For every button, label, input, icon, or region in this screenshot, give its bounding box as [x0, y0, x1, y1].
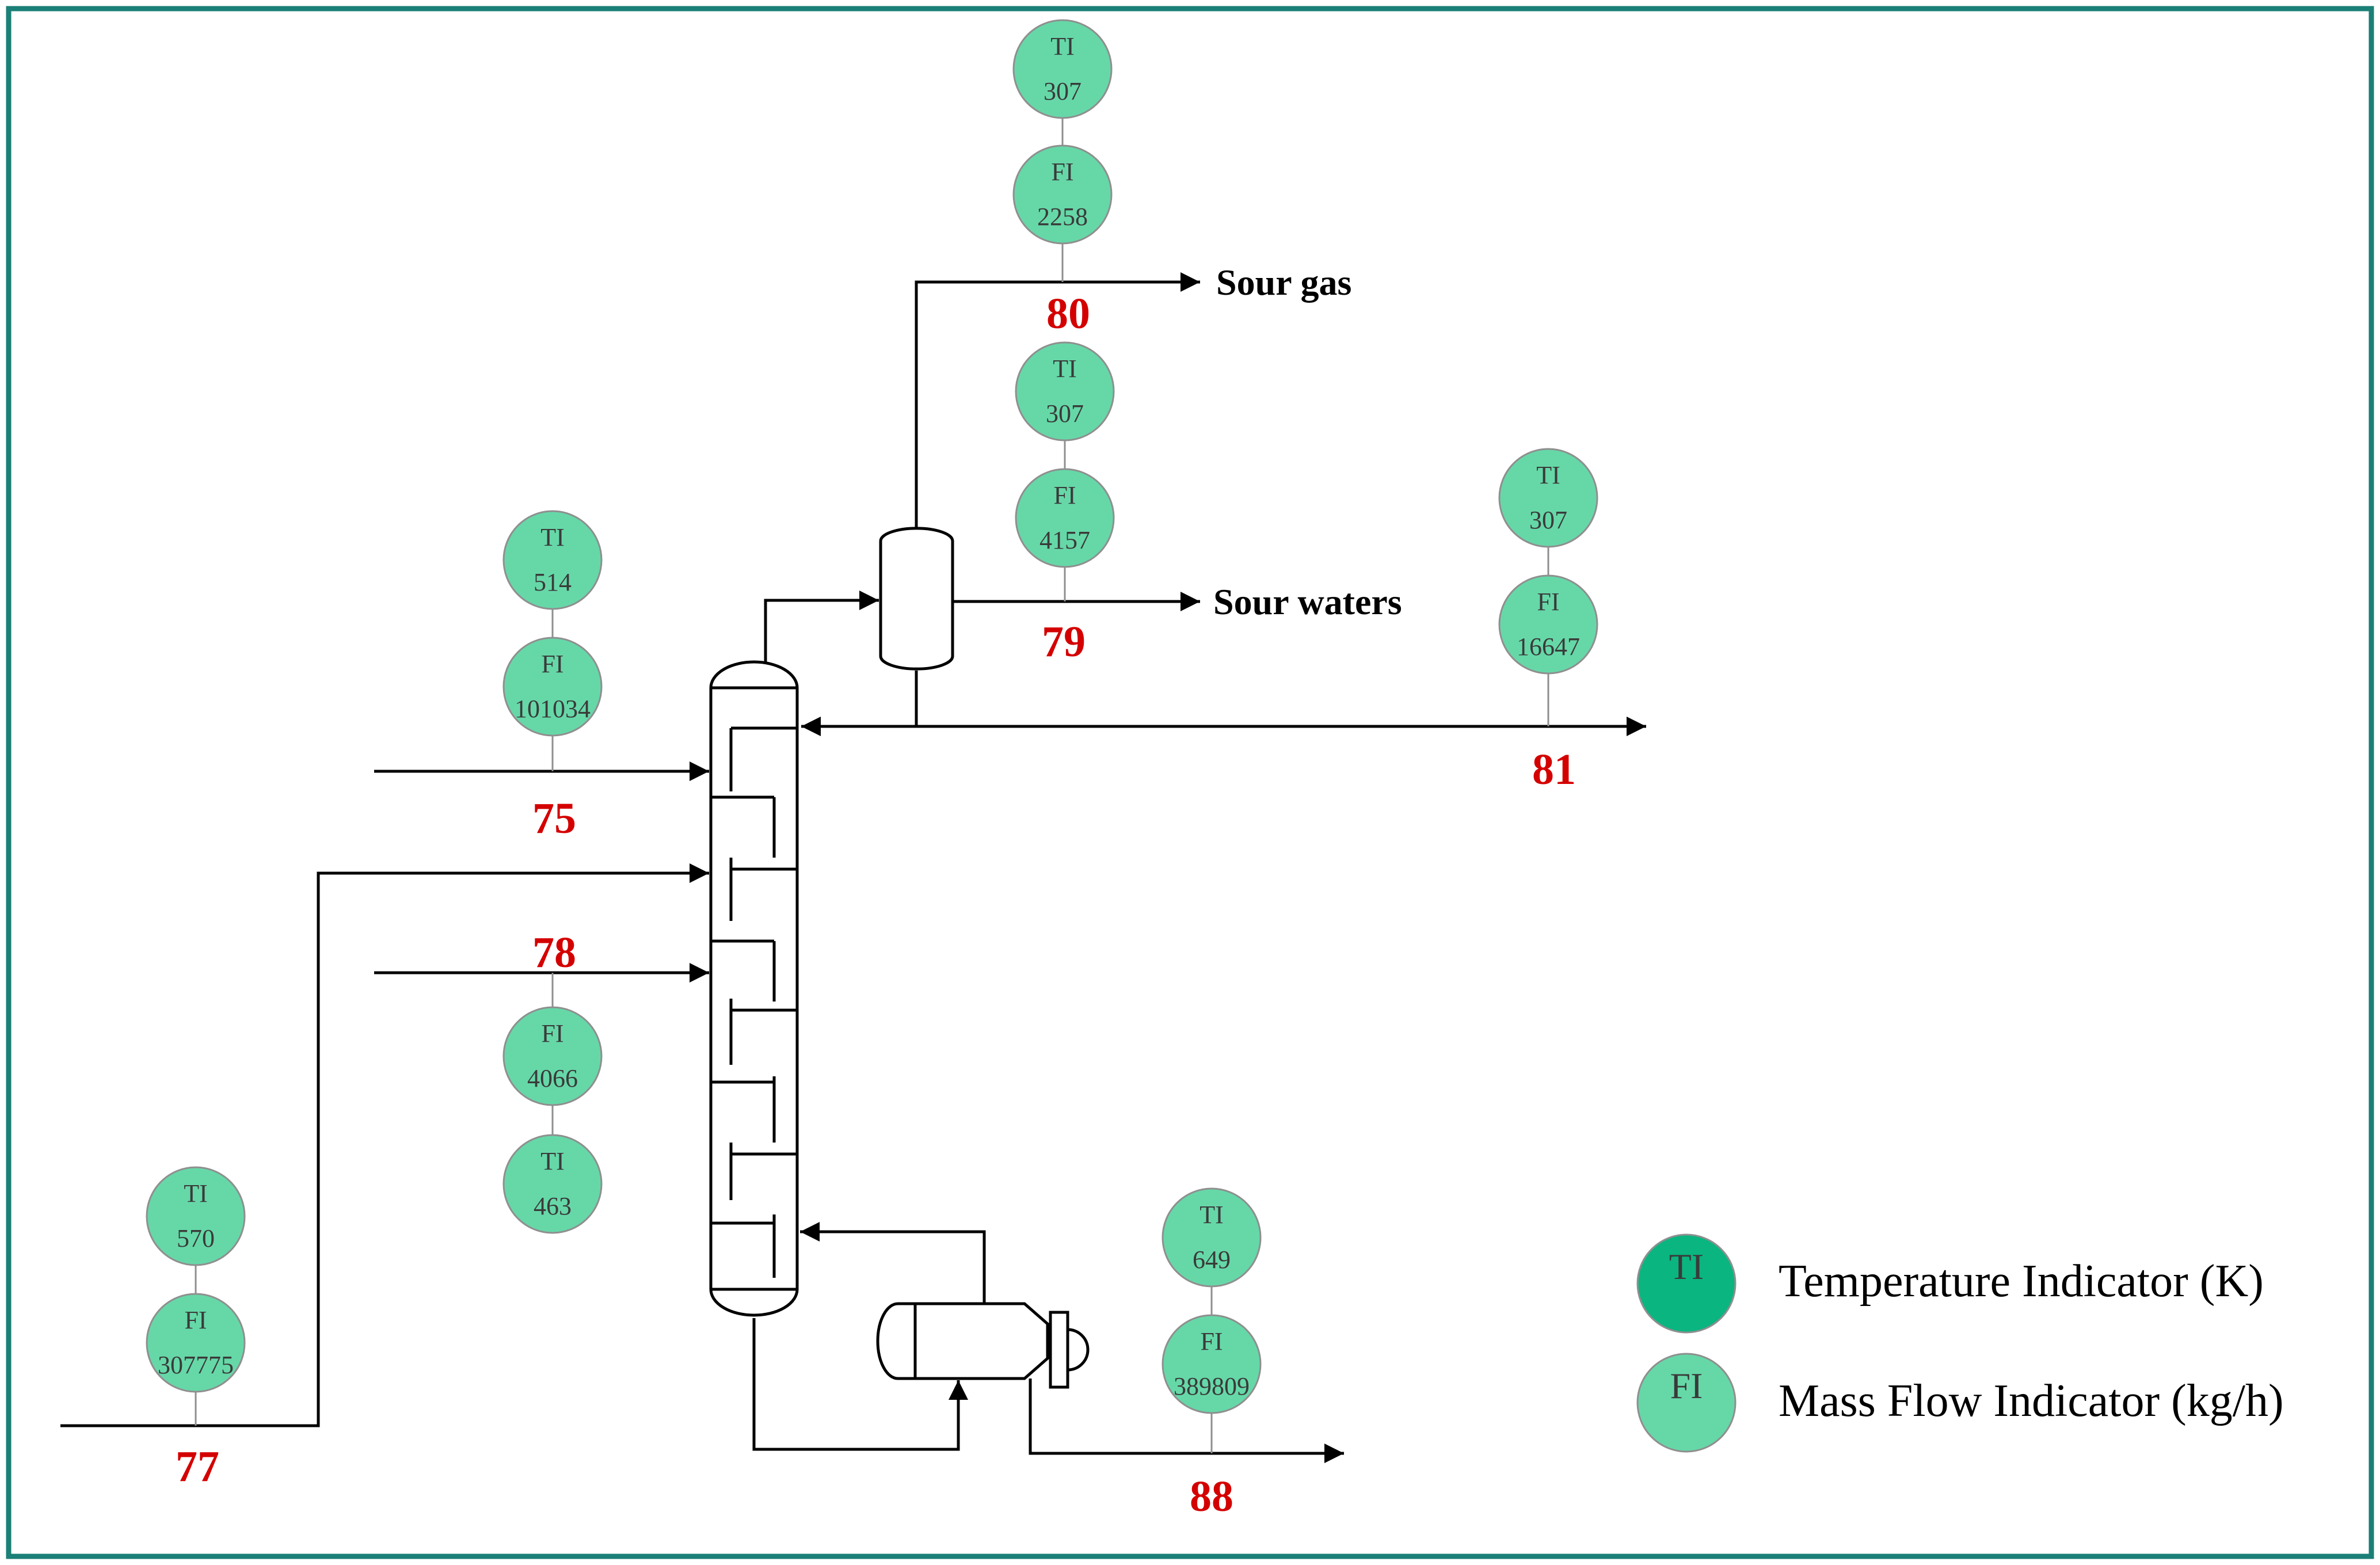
svg-text:101034: 101034: [515, 695, 591, 723]
ti-indicator-80: TI 307: [1012, 19, 1113, 119]
svg-text:463: 463: [534, 1192, 572, 1220]
diagram-frame: [6, 6, 2374, 1559]
svg-text:Mass Flow Indicator (kg/h): Mass Flow Indicator (kg/h): [1779, 1376, 2284, 1426]
sour-gas-label: Sour gas: [1216, 262, 1351, 303]
ti-indicator-77: TI 570: [146, 1166, 246, 1266]
stream-number-75: 75: [532, 794, 576, 843]
ti-indicator-78: TI 463: [502, 1134, 603, 1234]
ti-indicator-75: TI 514: [502, 510, 603, 610]
legend-fi: FI Mass Flow Indicator (kg/h): [1636, 1353, 2284, 1453]
svg-text:FI: FI: [184, 1306, 207, 1334]
svg-text:FI: FI: [1200, 1327, 1223, 1355]
ti-indicator-79: TI 307: [1015, 341, 1115, 441]
ti-indicator-81: TI 307: [1498, 448, 1598, 548]
sour-waters-label: Sour waters: [1213, 581, 1402, 622]
legend: TI Temperature Indicator (K) FI Mass Flo…: [1636, 1233, 2284, 1453]
svg-text:Temperature Indicator (K): Temperature Indicator (K): [1779, 1256, 2264, 1307]
stream-number-80: 80: [1046, 290, 1090, 338]
svg-text:570: 570: [177, 1224, 215, 1252]
fi-indicator-79: FI 4157: [1015, 468, 1115, 568]
distillation-column: [709, 660, 799, 1317]
svg-text:307: 307: [1044, 77, 1082, 105]
svg-text:307: 307: [1046, 399, 1084, 428]
svg-text:TI: TI: [1669, 1246, 1704, 1287]
ti-indicator-88: TI 649: [1162, 1187, 1262, 1288]
svg-text:FI: FI: [541, 650, 563, 678]
fi-indicator-77: FI 307775: [146, 1293, 246, 1393]
fi-indicator-78: FI 4066: [502, 1006, 603, 1106]
svg-text:16647: 16647: [1517, 633, 1580, 661]
piping: [60, 272, 1646, 1463]
fi-indicator-88: FI 389809: [1162, 1314, 1262, 1414]
svg-text:649: 649: [1193, 1246, 1231, 1274]
svg-text:FI: FI: [1053, 481, 1076, 509]
legend-ti: TI Temperature Indicator (K): [1636, 1233, 2264, 1334]
svg-text:514: 514: [534, 568, 572, 596]
fi-indicator-75: FI 101034: [502, 637, 603, 737]
svg-text:307: 307: [1529, 506, 1567, 534]
stream-number-81: 81: [1532, 745, 1576, 794]
svg-text:TI: TI: [184, 1179, 208, 1208]
svg-text:307775: 307775: [158, 1351, 234, 1379]
stream-number-78: 78: [532, 928, 576, 977]
svg-text:TI: TI: [1199, 1201, 1224, 1229]
stream-number-79: 79: [1042, 618, 1086, 666]
svg-text:TI: TI: [540, 523, 565, 551]
fi-indicator-81: FI 16647: [1498, 574, 1598, 675]
svg-text:TI: TI: [1536, 461, 1560, 489]
svg-text:TI: TI: [1050, 32, 1075, 60]
stream-number-77: 77: [176, 1442, 219, 1491]
svg-text:FI: FI: [541, 1019, 563, 1048]
svg-text:TI: TI: [540, 1147, 565, 1175]
svg-text:2258: 2258: [1037, 203, 1088, 231]
column-trays: [711, 726, 797, 1278]
svg-text:FI: FI: [1051, 158, 1073, 186]
fi-indicator-80: FI 2258: [1012, 144, 1113, 245]
stream-number-88: 88: [1190, 1472, 1233, 1521]
svg-text:4157: 4157: [1039, 526, 1090, 554]
svg-text:4066: 4066: [527, 1064, 578, 1092]
svg-text:FI: FI: [1537, 588, 1559, 616]
svg-text:389809: 389809: [1174, 1372, 1250, 1400]
flash-drum: [879, 527, 954, 671]
svg-text:TI: TI: [1053, 355, 1077, 383]
reboiler: [876, 1302, 1090, 1389]
svg-text:FI: FI: [1670, 1365, 1703, 1406]
